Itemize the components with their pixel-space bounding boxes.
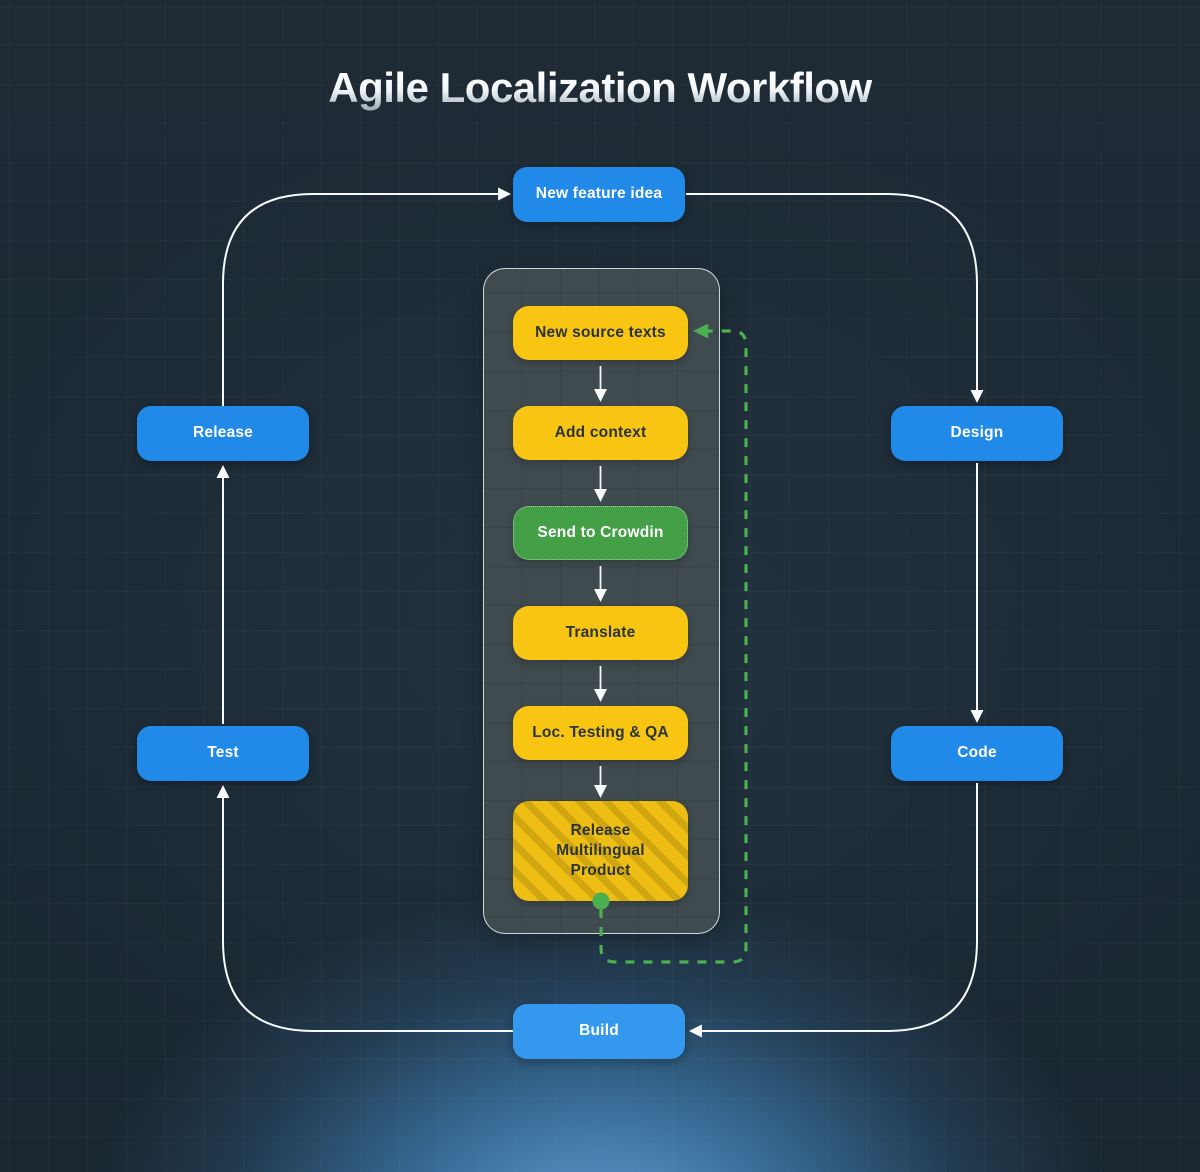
node-code: Code <box>891 726 1063 781</box>
node-translate: Translate <box>513 606 688 660</box>
node-send-to-crowdin: Send to Crowdin <box>513 506 688 560</box>
edge-new-feature-to-design <box>686 193 984 404</box>
node-test: Test <box>137 726 309 781</box>
node-design: Design <box>891 406 1063 461</box>
edge-build-to-test <box>216 784 513 1032</box>
node-loc-testing-qa: Loc. Testing & QA <box>513 706 688 760</box>
edge-release-to-new-feature <box>222 187 512 406</box>
edge-code-to-build <box>688 783 978 1038</box>
node-release: Release <box>137 406 309 461</box>
diagram-title: Agile Localization Workflow <box>0 64 1200 112</box>
node-new-feature-idea: New feature idea <box>513 167 685 222</box>
node-build: Build <box>513 1004 685 1059</box>
node-release-multilingual-product: Release Multilingual Product <box>513 801 688 901</box>
node-new-source-texts: New source texts <box>513 306 688 360</box>
node-add-context: Add context <box>513 406 688 460</box>
